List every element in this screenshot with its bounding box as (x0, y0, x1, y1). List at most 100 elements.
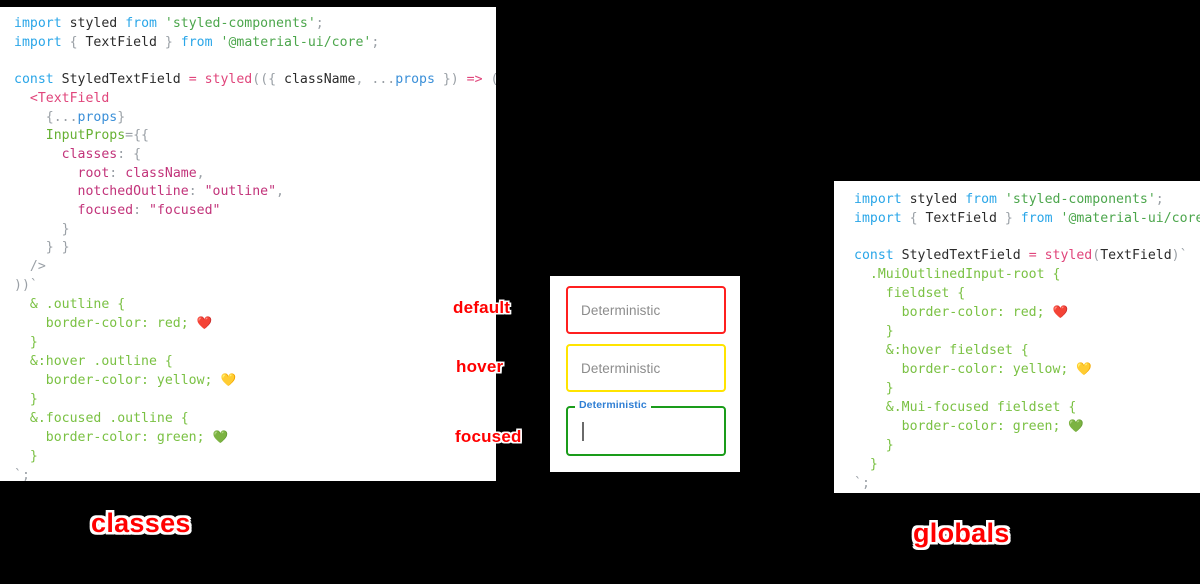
code-token (14, 91, 30, 106)
annotation-hover: hover (456, 357, 504, 376)
code-token: => (466, 72, 483, 88)
code-line: } (14, 391, 486, 410)
code-token: <TextField (29, 90, 110, 106)
textfield-focused-outline[interactable] (566, 406, 726, 456)
code-line: import styled from 'styled-components'; (854, 191, 1190, 210)
code-token: (({ (252, 72, 285, 88)
code-token: "focused" (149, 203, 221, 219)
code-token: ; (315, 16, 324, 31)
code-token (14, 411, 30, 426)
code-token: } (869, 456, 878, 472)
code-token: {... (45, 109, 78, 125)
code-token: focused (77, 203, 134, 219)
code-line: {...props} (14, 109, 486, 128)
code-token (1037, 248, 1045, 263)
code-token: : (188, 184, 205, 200)
textfield-hover-outline[interactable]: Deterministic (566, 344, 726, 392)
code-token: , (355, 72, 372, 88)
code-globals[interactable]: import styled from 'styled-components';i… (834, 181, 1200, 493)
code-token: }) (434, 72, 467, 88)
code-token: ) (1171, 248, 1180, 264)
code-line: &:hover fieldset { (854, 342, 1190, 361)
code-token (181, 72, 189, 87)
code-token: ; (21, 467, 30, 481)
code-panel-classes: import styled from 'styled-components';i… (0, 7, 496, 481)
code-token (14, 430, 46, 445)
code-token: import (854, 210, 902, 226)
code-line: border-color: red; ❤️ (854, 303, 1190, 323)
code-line: border-color: red; ❤️ (14, 314, 486, 334)
code-token: { (69, 34, 86, 50)
code-token: border-color: yellow; (901, 362, 1077, 378)
code-token: import (14, 16, 62, 31)
code-line: notchedOutline: "outline", (14, 183, 486, 202)
code-token (902, 192, 910, 207)
code-token (854, 324, 886, 339)
code-token: & .outline { (29, 296, 126, 312)
textfield-focused[interactable]: Deterministic (566, 399, 726, 456)
code-token (854, 362, 902, 377)
code-token: ... (371, 72, 396, 88)
code-token: ( (1092, 248, 1101, 264)
caption-globals: globals (913, 518, 1010, 548)
code-token: = (188, 72, 197, 88)
code-token: /> (29, 259, 46, 275)
code-token: , (276, 184, 284, 200)
code-line: `; (854, 475, 1190, 493)
code-token: .MuiOutlinedInput-root { (869, 266, 1061, 282)
code-token: } (885, 381, 894, 397)
textfield-hover[interactable]: Deterministic (566, 344, 726, 392)
code-token (14, 354, 30, 369)
annotation-focused: focused (455, 427, 522, 446)
code-token: ` (1179, 248, 1188, 264)
code-token (117, 16, 125, 31)
code-token: '@material-ui/core' (220, 34, 372, 50)
code-token (62, 35, 70, 50)
code-line: border-color: yellow; 💛 (854, 360, 1190, 380)
code-token: 💚 (1068, 418, 1084, 434)
code-line: <TextField (14, 90, 486, 109)
textfield-default-placeholder: Deterministic (581, 302, 661, 318)
code-token: import (14, 34, 62, 50)
code-token (854, 343, 886, 358)
code-line: & .outline { (14, 296, 486, 315)
code-token: &.Mui-focused fieldset { (885, 399, 1077, 415)
code-line: `; (14, 467, 486, 481)
code-token: from (965, 192, 997, 207)
code-token: '@material-ui/core' (1060, 210, 1200, 226)
code-token (854, 267, 870, 282)
code-token (157, 16, 165, 31)
code-token: { (909, 210, 926, 226)
code-token (854, 400, 886, 415)
code-token (14, 297, 30, 312)
code-line: &.Mui-focused fieldset { (854, 399, 1190, 418)
code-line: import styled from 'styled-components'; (14, 15, 486, 34)
code-classes[interactable]: import styled from 'styled-components';i… (0, 7, 496, 481)
code-token: } (885, 323, 894, 339)
code-line (854, 228, 1190, 247)
code-token: } (29, 449, 38, 465)
code-token: &:hover .outline { (29, 353, 173, 369)
code-token: 💛 (1076, 361, 1092, 377)
code-token: from (125, 16, 157, 31)
code-token: 💛 (220, 372, 237, 388)
code-token: TextField (85, 34, 157, 50)
textfield-demo-panel: Deterministic Deterministic Deterministi… (550, 276, 740, 472)
code-line: } (854, 380, 1190, 399)
code-token (14, 110, 46, 125)
code-token: : (133, 203, 149, 219)
code-token: notchedOutline (77, 184, 189, 200)
code-line: } (854, 323, 1190, 342)
code-token: } (29, 334, 38, 350)
code-line: border-color: green; 💚 (14, 428, 486, 448)
code-token (957, 192, 965, 207)
code-token: border-color: green; (45, 430, 213, 446)
code-token (902, 211, 910, 226)
textfield-default-outline[interactable]: Deterministic (566, 286, 726, 334)
textfield-default[interactable]: Deterministic (566, 286, 726, 334)
code-token (14, 184, 78, 199)
code-token (854, 286, 886, 301)
code-line: } (14, 334, 486, 353)
code-line: border-color: yellow; 💛 (14, 371, 486, 391)
